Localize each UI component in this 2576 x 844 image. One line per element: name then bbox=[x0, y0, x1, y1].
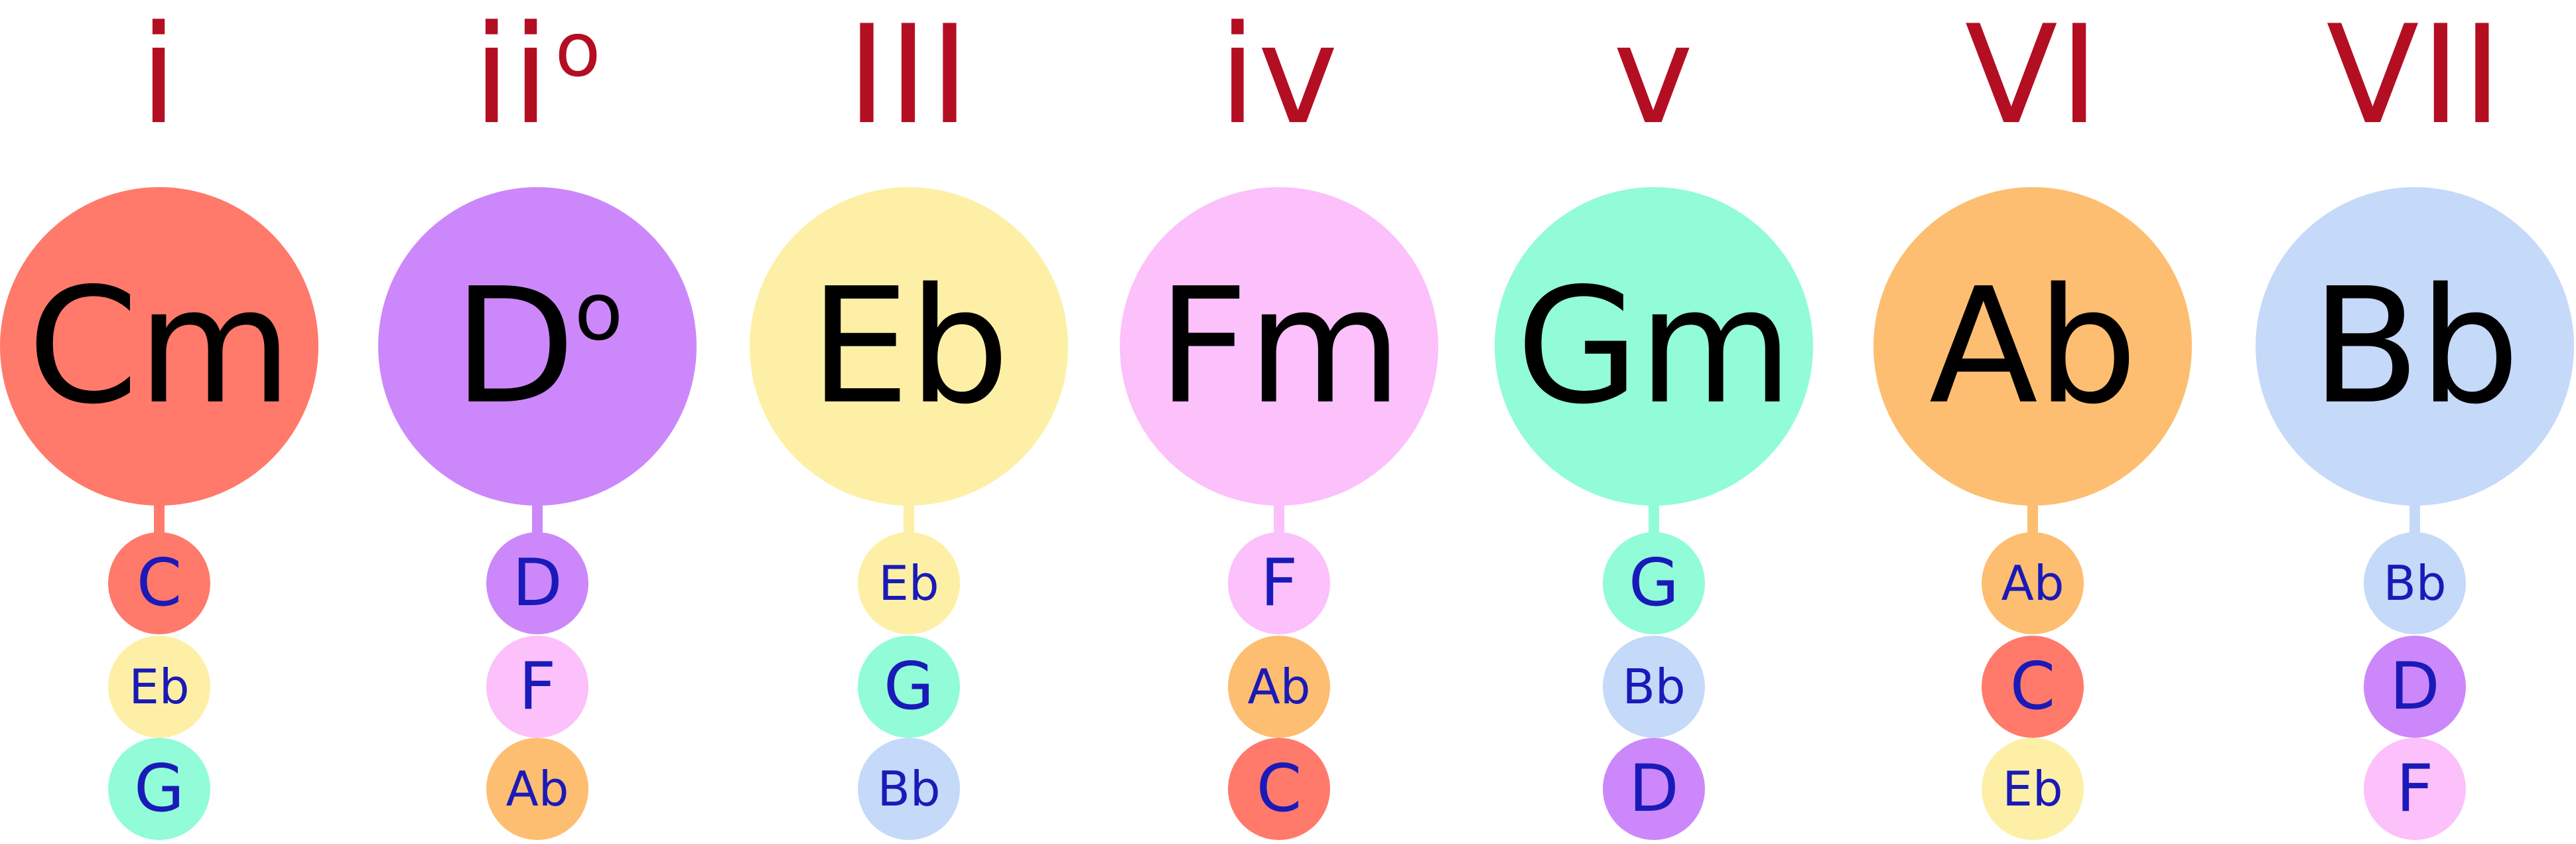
chord-name: Gm bbox=[1516, 267, 1793, 426]
note-circle: G bbox=[1603, 532, 1705, 634]
note-circle: Bb bbox=[1603, 636, 1705, 738]
note-label: Ab bbox=[1247, 659, 1311, 715]
note-label: F bbox=[2396, 751, 2434, 827]
chord-stem bbox=[1649, 498, 1659, 537]
roman-numeral: v bbox=[1495, 8, 1813, 144]
note-circle: G bbox=[108, 738, 210, 840]
chord-stem bbox=[2027, 498, 2038, 537]
diminished-symbol: o bbox=[555, 6, 602, 94]
roman-numeral: iv bbox=[1120, 8, 1438, 144]
note-label: Bb bbox=[1622, 659, 1686, 715]
chord-stem bbox=[904, 498, 914, 537]
note-circle: D bbox=[2364, 636, 2466, 738]
chord-name: Do bbox=[453, 266, 623, 426]
note-label: D bbox=[1629, 751, 1679, 827]
note-circle: C bbox=[1982, 636, 2084, 738]
chord-name-text: Cm bbox=[27, 253, 292, 439]
chord-name: Bb bbox=[2311, 267, 2520, 426]
note-circle: F bbox=[2364, 738, 2466, 840]
chord-name-text: Bb bbox=[2311, 253, 2520, 439]
chord-stem bbox=[2409, 498, 2420, 537]
note-circle: Eb bbox=[858, 532, 960, 634]
note-label: C bbox=[1256, 751, 1302, 827]
chord-stem bbox=[1274, 498, 1284, 537]
roman-numeral: iio bbox=[378, 8, 697, 144]
note-label: F bbox=[1260, 545, 1298, 621]
note-label: Bb bbox=[2383, 555, 2447, 611]
note-circle: Bb bbox=[2364, 532, 2466, 634]
note-label: Ab bbox=[2001, 555, 2065, 611]
chord-circle: Bb bbox=[2256, 187, 2574, 506]
note-label: G bbox=[134, 751, 184, 827]
note-label: D bbox=[2390, 649, 2440, 725]
roman-numeral: VII bbox=[2256, 8, 2574, 144]
chord-name-text: Eb bbox=[809, 253, 1010, 439]
note-label: Eb bbox=[129, 659, 190, 715]
roman-numeral-text: ii bbox=[472, 0, 551, 155]
chord-name-text: Fm bbox=[1157, 253, 1402, 439]
roman-numeral-text: III bbox=[847, 0, 971, 155]
note-label: C bbox=[2009, 649, 2056, 725]
chord-circle: Cm bbox=[0, 187, 318, 506]
chord-circle: Gm bbox=[1495, 187, 1813, 506]
note-label: C bbox=[136, 545, 182, 621]
chord-circle: Do bbox=[378, 187, 697, 506]
note-circle: G bbox=[858, 636, 960, 738]
roman-numeral-text: v bbox=[1613, 0, 1695, 155]
roman-numeral-text: VI bbox=[1964, 0, 2101, 155]
note-label: Ab bbox=[506, 761, 569, 817]
roman-numeral-text: i bbox=[139, 0, 179, 155]
note-label: Eb bbox=[2002, 761, 2063, 817]
note-circle: Bb bbox=[858, 738, 960, 840]
roman-numeral-text: iv bbox=[1218, 0, 1340, 155]
note-label: G bbox=[884, 649, 934, 725]
chord-name: Cm bbox=[27, 267, 292, 426]
chord-circle: Eb bbox=[750, 187, 1068, 506]
note-circle: Ab bbox=[1228, 636, 1330, 738]
note-circle: C bbox=[1228, 738, 1330, 840]
roman-numeral: III bbox=[750, 8, 1068, 144]
chord-name: Ab bbox=[1929, 267, 2138, 426]
chord-stem bbox=[154, 498, 165, 537]
note-circle: D bbox=[1603, 738, 1705, 840]
note-circle: Eb bbox=[1982, 738, 2084, 840]
note-label: F bbox=[518, 649, 557, 725]
diminished-symbol: o bbox=[574, 266, 623, 359]
chord-name: Eb bbox=[809, 267, 1010, 426]
note-label: Bb bbox=[877, 761, 941, 817]
note-circle: Eb bbox=[108, 636, 210, 738]
chord-name-text: D bbox=[452, 253, 576, 439]
roman-numeral: VI bbox=[1873, 8, 2192, 144]
chord-name: Fm bbox=[1157, 267, 1402, 426]
note-circle: F bbox=[1228, 532, 1330, 634]
note-circle: D bbox=[486, 532, 588, 634]
note-circle: Ab bbox=[486, 738, 588, 840]
roman-numeral-text: VII bbox=[2326, 0, 2504, 155]
chord-stem bbox=[532, 498, 543, 537]
note-circle: Ab bbox=[1982, 532, 2084, 634]
note-circle: F bbox=[486, 636, 588, 738]
note-label: D bbox=[512, 545, 563, 621]
chord-circle: Ab bbox=[1873, 187, 2192, 506]
note-circle: C bbox=[108, 532, 210, 634]
roman-numeral: i bbox=[0, 8, 318, 144]
note-label: G bbox=[1629, 545, 1679, 621]
chord-circle: Fm bbox=[1120, 187, 1438, 506]
chord-name-text: Ab bbox=[1929, 253, 2138, 439]
chord-name-text: Gm bbox=[1516, 253, 1793, 439]
note-label: Eb bbox=[878, 555, 939, 611]
